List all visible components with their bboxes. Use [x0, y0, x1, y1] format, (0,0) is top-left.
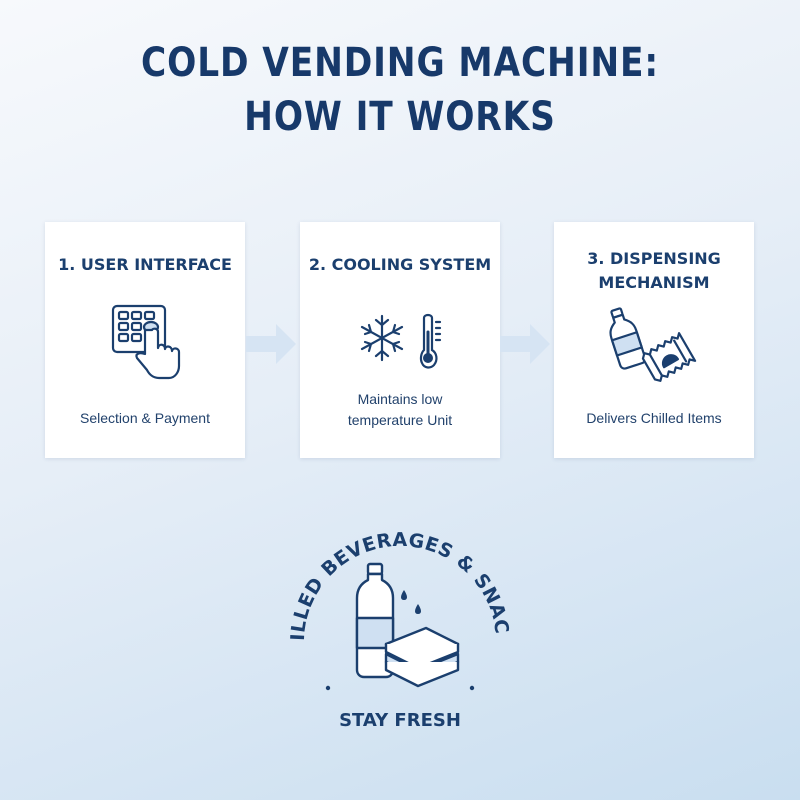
keypad-hand-icon — [111, 304, 181, 380]
step-card-dispensing-mechanism: 3. DISPENSING MECHANISM Delivers Chilled… — [554, 222, 754, 458]
step-card-user-interface: 1. USER INTERFACE Selection & Payment — [45, 222, 245, 458]
bottle-icon — [609, 307, 647, 370]
badge-dot — [469, 685, 475, 691]
step-description: Delivers Chilled Items — [586, 410, 722, 426]
page-title: COLD VENDING MACHINE: HOW IT WORKS — [56, 36, 744, 144]
step-description-line-2: temperature Unit — [347, 412, 453, 428]
bottle-sandwich-icon — [355, 562, 460, 688]
badge-bottom-text: STAY FRESH — [339, 710, 461, 731]
step-card-cooling-system: 2. COOLING SYSTEM Maintains low temperat… — [300, 222, 500, 458]
bottle-snack-icon — [609, 307, 697, 382]
snowflake-icon — [360, 314, 404, 362]
arrow-right-icon — [500, 324, 550, 364]
badge-dot — [325, 685, 331, 691]
arrow-right-icon — [246, 324, 296, 364]
thermometer-icon — [419, 313, 442, 369]
step-title: 1. USER INTERFACE — [58, 255, 232, 274]
step-description: Selection & Payment — [80, 410, 210, 426]
step-title-line-2: MECHANISM — [598, 273, 710, 292]
page-title-line-2: HOW IT WORKS — [244, 94, 556, 140]
chilled-badge: CHILLED BEVERAGES & SNACKS. STAY FRESH — [262, 520, 512, 731]
snowflake-thermometer-icon — [360, 313, 442, 369]
snack-bar-icon — [641, 332, 697, 382]
step-title: 2. COOLING SYSTEM — [308, 255, 492, 274]
page-title-line-1: COLD VENDING MACHINE: — [140, 40, 659, 86]
step-description-line-1: Maintains low — [357, 391, 443, 407]
step-title-line-1: 3. DISPENSING — [587, 249, 721, 268]
